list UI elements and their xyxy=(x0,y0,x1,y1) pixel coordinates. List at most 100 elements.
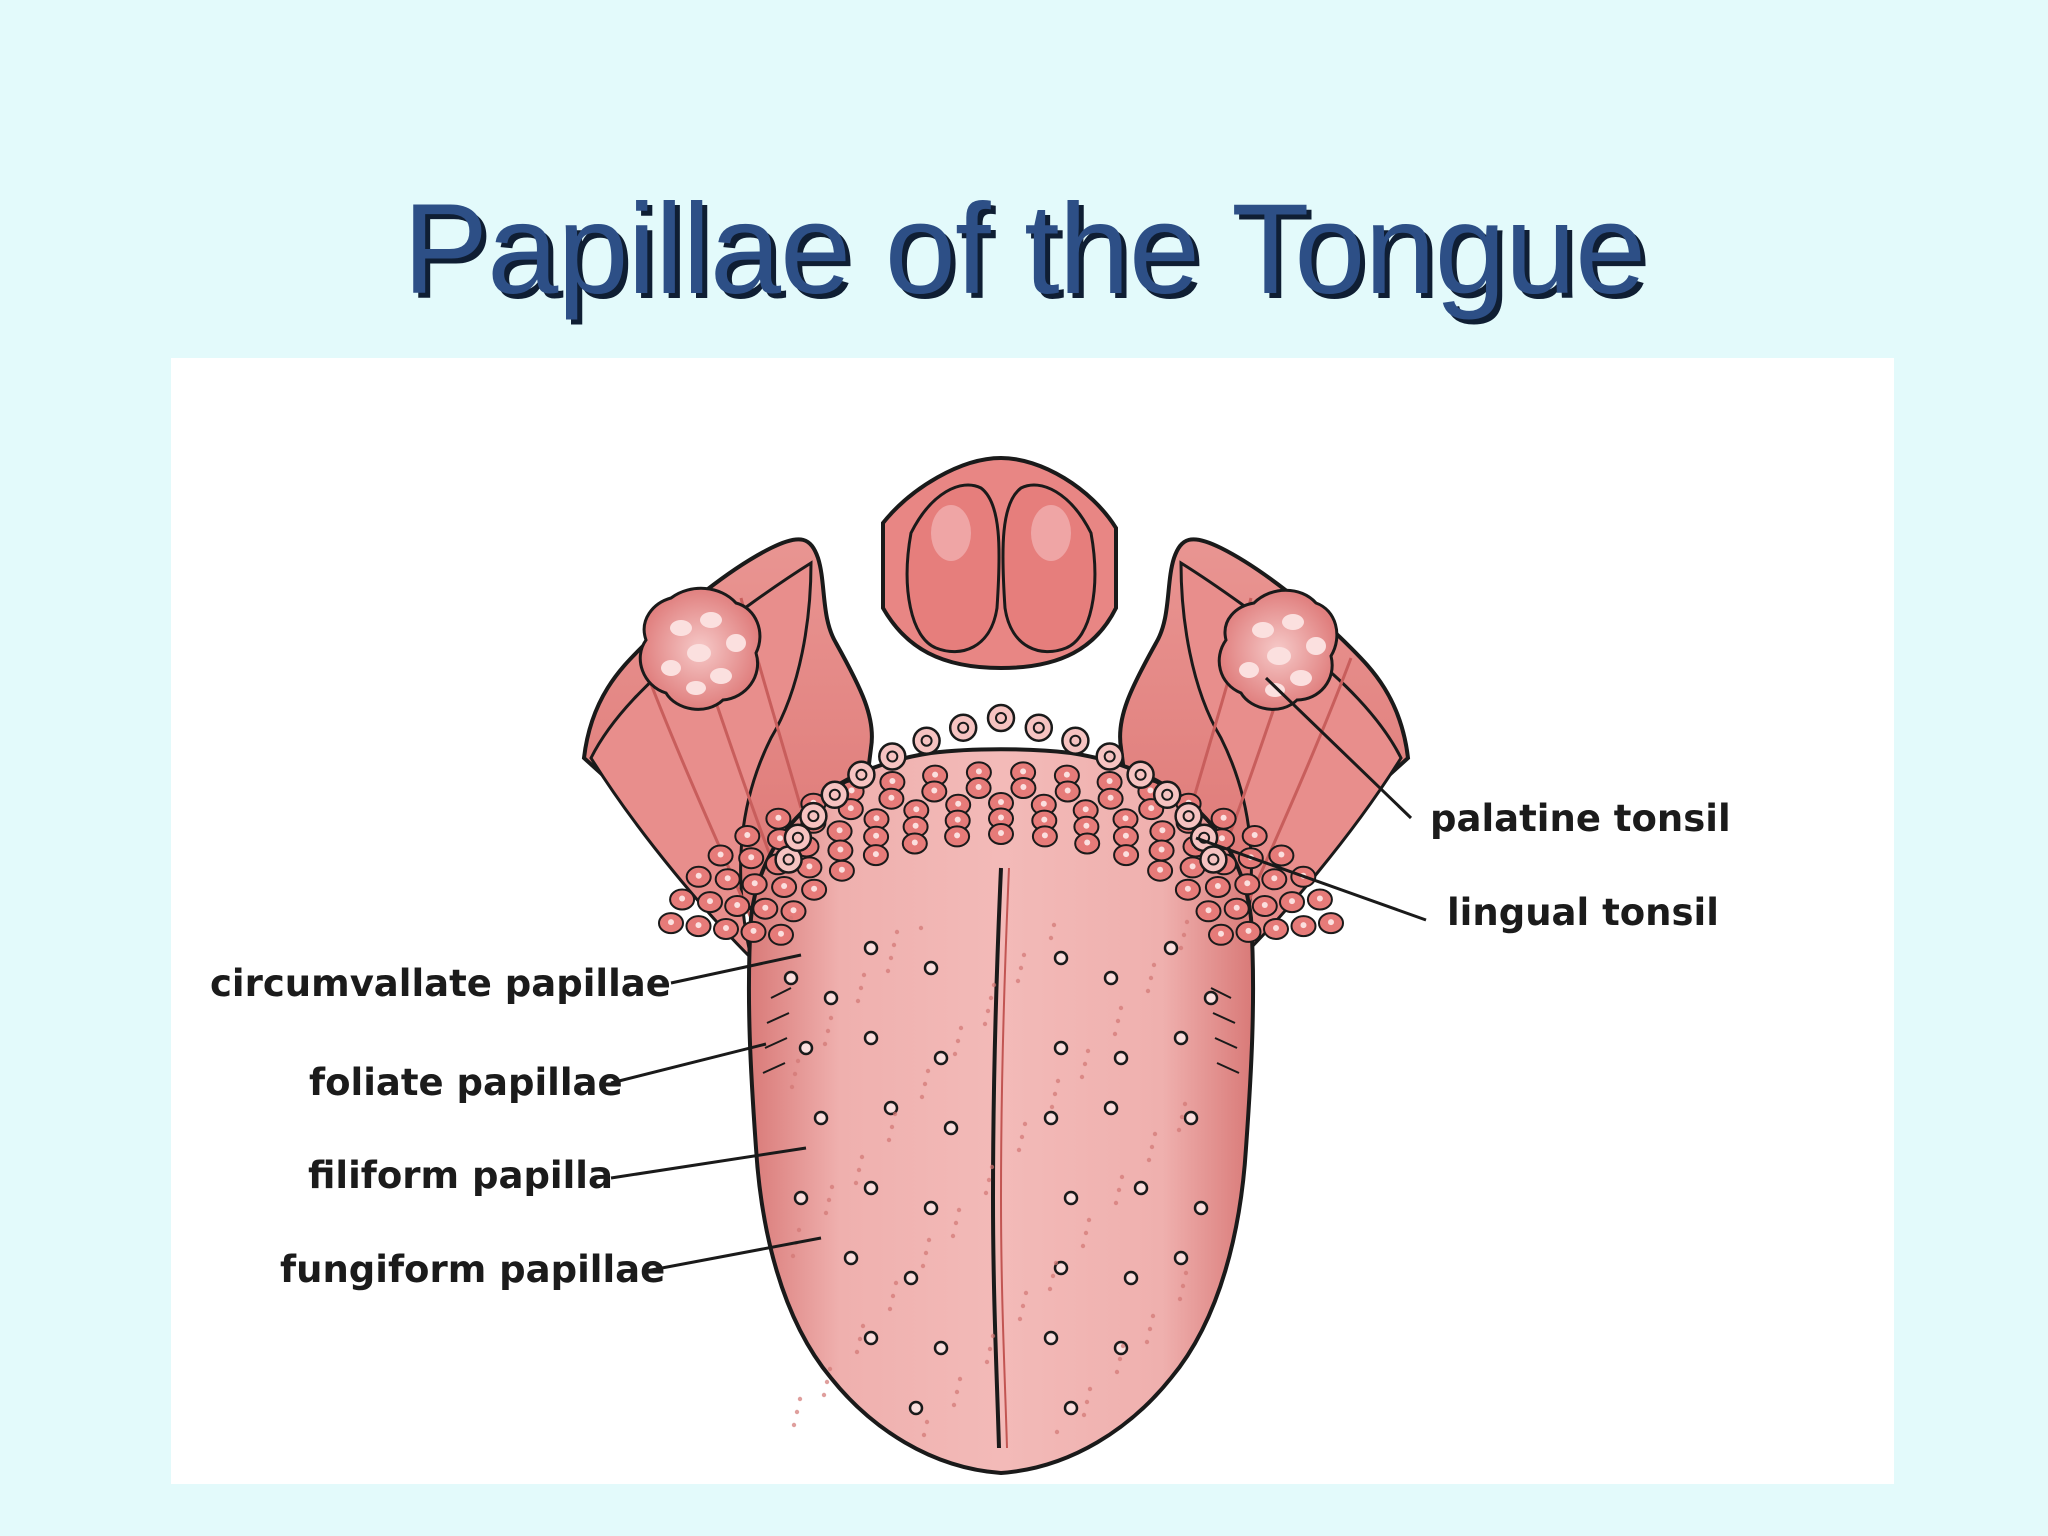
lingual-tonsil-nodule-highlight xyxy=(912,822,919,829)
filiform-papilla xyxy=(1055,1078,1061,1084)
lingual-tonsil-nodule-highlight xyxy=(1040,800,1047,807)
lingual-tonsil-nodule-highlight xyxy=(781,883,788,889)
fungiform-papilla xyxy=(1043,1330,1059,1346)
fungiform-papilla xyxy=(783,970,799,986)
filiform-papilla xyxy=(988,995,994,1001)
leader-line-filiform xyxy=(610,1146,807,1180)
lingual-tonsil-nodule-highlight xyxy=(1233,904,1240,911)
lingual-tonsil-nodule-highlight xyxy=(1020,784,1027,790)
fungiform-papilla xyxy=(1193,1200,1209,1216)
lingual-tonsil-nodule-highlight xyxy=(1064,787,1071,794)
leader-line-fungiform xyxy=(645,1236,822,1273)
circumvallate-papilla xyxy=(1095,742,1124,771)
filiform-papilla xyxy=(926,1237,932,1243)
filiform-papilla xyxy=(1019,1134,1025,1140)
lingual-tonsil-nodule-highlight xyxy=(932,771,939,778)
fungiform-papilla xyxy=(1063,1190,1079,1206)
lingual-tonsil-nodule-highlight xyxy=(778,930,784,937)
label-circumvallate-papillae: circumvallate papillae xyxy=(210,962,671,1005)
filiform-papilla xyxy=(1148,975,1154,981)
lingual-tonsil-nodule-highlight xyxy=(836,827,843,834)
filiform-papilla xyxy=(1144,1339,1150,1345)
leader-line-palatine-tonsil xyxy=(1264,676,1413,820)
lingual-tonsil-nodule-highlight xyxy=(1218,930,1224,937)
filiform-papilla xyxy=(983,1190,989,1196)
fungiform-papilla xyxy=(1173,1030,1189,1046)
filiform-papilla xyxy=(986,1177,992,1183)
circumvallate-papilla xyxy=(948,713,978,742)
fungiform-papilla xyxy=(1133,1180,1149,1196)
tongue-diagram xyxy=(581,455,1427,1476)
filiform-papilla xyxy=(1087,1386,1093,1392)
fungiform-papilla xyxy=(863,1330,879,1346)
leader-lines xyxy=(610,676,1427,1273)
filiform-papilla xyxy=(1080,1243,1086,1249)
circumvallate-papilla-center xyxy=(1207,853,1220,866)
filiform-papilla xyxy=(790,1253,796,1259)
filiform-papilla xyxy=(826,1197,832,1203)
fungiform-papilla xyxy=(823,990,839,1006)
filiform-papilla xyxy=(887,1306,893,1312)
lingual-tonsil-nodule-highlight xyxy=(1219,835,1225,842)
lingual-tonsil-nodule-highlight xyxy=(911,839,918,846)
lingual-tonsil-nodule-highlight xyxy=(723,925,729,931)
filiform-papilla xyxy=(1052,1091,1058,1097)
filiform-papilla xyxy=(989,1164,995,1170)
filiform-papilla xyxy=(1016,1147,1022,1153)
lingual-tonsil-nodule-highlight xyxy=(1289,898,1295,905)
filiform-papilla xyxy=(985,1008,991,1014)
fungiform-papilla xyxy=(1053,1260,1069,1276)
lingual-tonsil-nodule-highlight xyxy=(790,907,797,914)
lingual-tonsil-nodule-highlight xyxy=(913,806,920,813)
fungiform-papilla xyxy=(1163,940,1179,956)
filiform-papilla xyxy=(1079,1074,1085,1080)
filiform-papilla xyxy=(1151,962,1157,968)
fungiform-papilla xyxy=(1203,990,1219,1006)
filiform-papilla xyxy=(827,1366,833,1372)
label-lingual-tonsil: lingual tonsil xyxy=(1447,891,1719,934)
label-palatine-tonsil: palatine tonsil xyxy=(1430,797,1731,840)
circumvallate-papilla xyxy=(912,726,941,755)
filiform-papilla xyxy=(829,1184,835,1190)
filiform-papilla xyxy=(1017,1316,1023,1322)
circumvallate-papilla-center xyxy=(855,768,868,781)
fungiform-papilla xyxy=(1103,1100,1119,1116)
filiform-papilla xyxy=(1083,1230,1089,1236)
lingual-tonsil-nodule-highlight xyxy=(848,787,855,794)
lingual-tonsil-nodule-highlight xyxy=(1271,875,1278,882)
filiform-papilla xyxy=(1178,945,1184,951)
filiform-papilla xyxy=(789,1084,795,1090)
lingual-tonsil-nodule-highlight xyxy=(931,787,938,794)
filiform-papilla xyxy=(1081,1412,1087,1418)
lingual-tonsil-nodule-highlight xyxy=(847,805,854,812)
filiform-papilla xyxy=(1118,1005,1124,1011)
lingual-tonsil-nodule-highlight xyxy=(873,815,880,822)
lingual-tonsil-nodule-highlight xyxy=(724,875,731,882)
lingual-tonsil-nodule-highlight xyxy=(1159,827,1166,834)
fungiform-papilla xyxy=(1053,1040,1069,1056)
lingual-tonsil-nodule-highlight xyxy=(1063,771,1070,778)
circumvallate-papilla xyxy=(1126,760,1155,790)
filiform-papilla xyxy=(794,1409,800,1415)
lingual-tonsil-nodule-highlight xyxy=(955,800,962,807)
circumvallate-papilla xyxy=(783,823,813,853)
lingual-tonsil-nodule-highlight xyxy=(1123,851,1130,858)
fungiform-papilla xyxy=(908,1400,924,1416)
filiform-papilla xyxy=(925,1068,931,1074)
lingual-tonsil-nodule-highlight xyxy=(734,902,741,908)
lingual-tonsil-nodule-highlight xyxy=(1316,895,1323,902)
lingual-tonsil-nodule-highlight xyxy=(998,814,1004,821)
filiform-papilla xyxy=(1051,922,1057,928)
filiform-papilla xyxy=(957,1376,963,1382)
filiform-papilla xyxy=(856,1167,862,1173)
circumvallate-papilla xyxy=(1152,780,1182,810)
fungiform-papilla xyxy=(1123,1270,1139,1286)
circumvallate-papilla xyxy=(1199,845,1228,874)
lingual-tonsil-nodule-highlight xyxy=(1147,787,1154,794)
lingual-tonsil-nodule-highlight xyxy=(750,927,757,934)
lingual-tonsil-nodule-highlight xyxy=(1083,822,1090,829)
filiform-papilla xyxy=(886,1137,892,1143)
fungiform-papilla xyxy=(1043,1110,1059,1126)
lingual-tonsil-nodule-highlight xyxy=(1251,832,1258,838)
tongue-diagram-panel xyxy=(171,358,1894,1484)
